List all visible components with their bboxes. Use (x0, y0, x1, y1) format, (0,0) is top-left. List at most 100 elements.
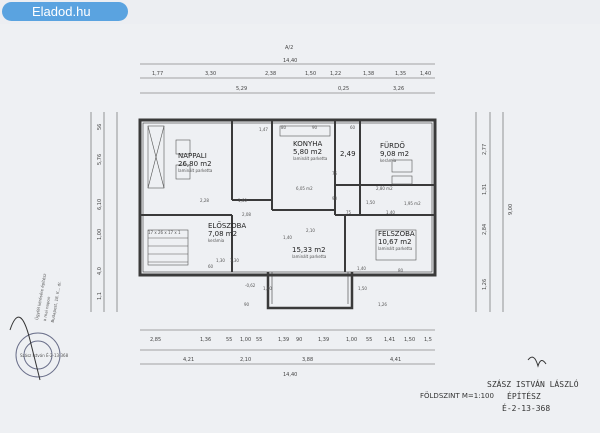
inner-dim-label: 1,40 (283, 235, 292, 240)
bottom-dim-label: 1,5 (424, 337, 432, 343)
right-dim-label: 9,00 (508, 204, 514, 215)
room-area: 9,08 m2 (380, 150, 409, 158)
inner-dim-label: 2,28 (200, 198, 209, 203)
svg-text:Szász István É-2-13-368: Szász István É-2-13-368 (20, 353, 69, 358)
left-dim-label: 4,0 (97, 267, 103, 275)
bottom-dim-label-2: 3,88 (302, 357, 313, 363)
inner-dim-label: 1,26 (378, 302, 387, 307)
top-dim-label: 1,40 (420, 71, 431, 77)
inner-dim-label: 80 (281, 125, 287, 130)
room-name: ELŐSZOBA (208, 221, 246, 230)
right-dim-label: 2,84 (482, 224, 488, 235)
inner-dim-label: 90 (244, 302, 250, 307)
inner-dim-label: 80 (398, 268, 404, 273)
stair-label: 17 x 26 x 17 x 1 (148, 230, 181, 235)
top-dimension-row-2: 5,29 0,25 3,26 (236, 86, 404, 92)
top-dim-label: 1,50 (305, 71, 316, 77)
room-name: NAPPALI (178, 152, 207, 160)
architect-signature (527, 356, 547, 368)
top-dim-label: 1,77 (152, 71, 163, 77)
watermark-tld: .hu (72, 4, 91, 19)
top-dim-label: 1,22 (330, 71, 341, 77)
left-dim-label: 5,76 (97, 154, 103, 165)
bottom-dim-label: 1,39 (278, 337, 289, 343)
room-area: 5,80 m2 (293, 148, 322, 156)
watermark-badge[interactable]: Eladod.hu (2, 2, 128, 21)
room-name: FELSZOBA (378, 230, 415, 238)
inner-dim-label: 2,10 (306, 228, 315, 233)
inner-dim-label: 1,30 (216, 258, 225, 263)
top-dim-label-2: 3,26 (393, 86, 404, 92)
inner-dim-label: -0,62 (245, 283, 256, 288)
inner-dim-label: 1,47 (259, 127, 268, 132)
architect-role: ÉPÍTÉSZ (507, 390, 541, 401)
stamp: Szász István É-2-13-368 (15, 332, 69, 378)
room-area: 7,08 m2 (208, 230, 237, 238)
inner-dim-label: 1,40 (263, 286, 272, 291)
inner-dim-label: 60 (208, 264, 214, 269)
bottom-dim-label: 1,00 (240, 337, 251, 343)
bottom-dimension-row-2: 4,21 2,10 3,88 4,41 (183, 357, 401, 363)
inner-dim-label: 1,40 (357, 266, 366, 271)
top-dim-label-2: 5,29 (236, 86, 247, 92)
inner-dim-label: 60 (350, 125, 356, 130)
bottom-dim-label-2: 2,10 (240, 357, 251, 363)
room-floor: laminált parketta (292, 254, 327, 259)
inner-dim-label: 76 (332, 171, 338, 176)
architect-name: SZÁSZ ISTVÁN LÁSZLÓ (487, 378, 579, 389)
svg-text:a mai napon: a mai napon (42, 296, 51, 322)
room-floor: kerámia (380, 158, 397, 163)
inner-dim-label: 90 (332, 196, 338, 201)
area-2-49: 2,49 (340, 150, 356, 158)
section-mark: A/2 (285, 45, 293, 51)
inner-dim-label: 1,60 (238, 198, 247, 203)
area-6-05: 6,05 m2 (296, 186, 313, 191)
bottom-dim-label: 55 (366, 337, 372, 343)
bottom-dim-label-2: 4,41 (390, 357, 401, 363)
bottom-dim-label: 1,41 (384, 337, 395, 343)
drawing-title: FÖLDSZINT M=1:100 (420, 391, 494, 400)
bottom-dim-label: 55 (256, 337, 262, 343)
bottom-dim-label: 90 (296, 337, 302, 343)
inner-dim-label: 1,50 (358, 286, 367, 291)
room-floor: laminált parketta (378, 246, 413, 251)
watermark-brand: Eladod (32, 4, 73, 19)
left-dim-label: 1,1 (97, 292, 103, 300)
bottom-dim-label-2: 4,21 (183, 357, 194, 363)
room-name: KONYHA (293, 140, 322, 148)
left-dim-label: 1,00 (97, 229, 103, 240)
room-area: 15,33 m2 (292, 246, 326, 254)
total-bottom-dim: 14,40 (283, 372, 297, 378)
area-1-95: 1,95 m2 (404, 201, 421, 206)
bottom-dim-label: 1,39 (318, 337, 329, 343)
bottom-dim-label: 1,50 (404, 337, 415, 343)
signature-scribble (9, 316, 41, 381)
inner-dim-label: 1,30 (230, 258, 239, 263)
inner-dim-label: 2,08 (242, 212, 251, 217)
top-dim-label: 2,38 (265, 71, 276, 77)
top-dim-label-2: 0,25 (338, 86, 349, 92)
right-dim-label: 1,26 (482, 279, 488, 290)
top-dim-label: 3,30 (205, 71, 216, 77)
right-dim-label: 2,77 (482, 144, 488, 155)
inner-dim-label: 90 (312, 125, 318, 130)
room-name: FÜRDŐ (380, 141, 405, 150)
room-floor: laminált parketta (293, 156, 328, 161)
bottom-dim-label: 1,36 (200, 337, 211, 343)
left-dim-label: 56 (97, 124, 103, 130)
right-dimensions: 2,77 1,31 2,84 1,26 9,00 (482, 144, 514, 290)
total-top-dim: 14,40 (283, 58, 297, 64)
area-2-80: 2,80 m2 (376, 186, 393, 191)
room-area: 26,80 m2 (178, 160, 212, 168)
bottom-dim-label: 2,85 (150, 337, 161, 343)
outer-walls (138, 118, 437, 310)
room-area: 10,67 m2 (378, 238, 412, 246)
left-dimensions: 565,766,101,004,01,1 (97, 124, 103, 300)
architect-reg: É-2-13-368 (502, 402, 550, 413)
right-dim-label: 1,31 (482, 184, 488, 195)
